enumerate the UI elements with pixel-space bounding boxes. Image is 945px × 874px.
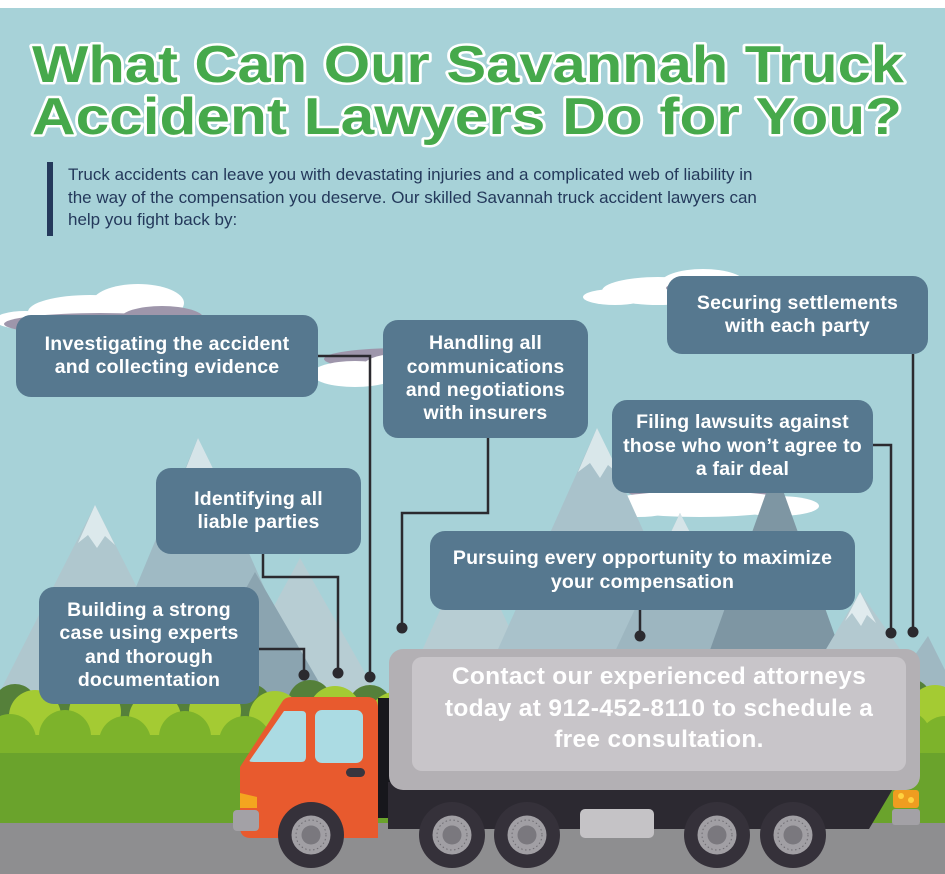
- cta-phone-number: 912-452-8110: [548, 694, 706, 722]
- cta-line-2: today at 912-452-8110 to schedule a: [444, 694, 874, 722]
- headline-line-1: What Can Our Savannah Truck: [32, 36, 904, 94]
- callout-investigating: Investigating the accident and collectin…: [16, 315, 318, 397]
- connector-dots: [298, 622, 919, 683]
- callout-securing-label: Securing settlements with each party: [696, 291, 899, 337]
- top-white-strip: [0, 0, 945, 8]
- truck-windshield: [249, 711, 306, 762]
- truck-mudflap: [892, 809, 920, 825]
- cta-line-1: Contact our experienced attorneys: [451, 663, 867, 690]
- callout-identifying: Identifying all liable parties: [156, 468, 361, 554]
- truck-blinker: [240, 793, 257, 808]
- callout-building-label: Building a strong case using experts and…: [59, 598, 239, 691]
- callout-handling: Handling all communications and negotiat…: [383, 320, 588, 438]
- cta-text: Contact our experienced attorneys today …: [419, 661, 899, 756]
- truck-tail-light: [893, 790, 919, 808]
- callout-identifying-label: Identifying all liable parties: [194, 487, 323, 533]
- callout-securing: Securing settlements with each party: [667, 276, 928, 354]
- truck-license-box: [580, 809, 654, 838]
- callout-filing-label: Filing lawsuits against those who won’t …: [623, 411, 862, 481]
- truck-wheels: [278, 802, 826, 868]
- intro-paragraph: Truck accidents can leave you with devas…: [68, 162, 757, 236]
- intro-line-3: help you fight back by:: [68, 210, 238, 229]
- connector-lines: [258, 354, 915, 674]
- intro-line-2: the way of the compensation you deserve.…: [68, 187, 757, 207]
- intro-accent-bar: [47, 162, 53, 236]
- truck-door-handle: [346, 768, 365, 777]
- truck-side-window: [315, 710, 363, 763]
- intro-block: Truck accidents can leave you with devas…: [47, 162, 757, 236]
- headline-line-2: Accident Lawyers Do for You?: [32, 88, 902, 146]
- callout-handling-label: Handling all communications and negotiat…: [405, 332, 566, 425]
- callout-investigating-label: Investigating the accident and collectin…: [44, 332, 290, 378]
- truck-bumper: [233, 810, 259, 831]
- callout-pursuing: Pursuing every opportunity to maximize y…: [430, 531, 855, 610]
- headline: What Can Our Savannah Truck Accident Law…: [30, 34, 907, 149]
- truck-illustration: [233, 649, 920, 868]
- callout-pursuing-label: Pursuing every opportunity to maximize y…: [452, 547, 833, 593]
- callout-building: Building a strong case using experts and…: [39, 587, 259, 704]
- intro-line-1: Truck accidents can leave you with devas…: [68, 165, 753, 184]
- truck-trailer-panel: [412, 657, 906, 771]
- cta-line-3: free consultation.: [554, 726, 764, 753]
- callout-filing: Filing lawsuits against those who won’t …: [612, 400, 873, 493]
